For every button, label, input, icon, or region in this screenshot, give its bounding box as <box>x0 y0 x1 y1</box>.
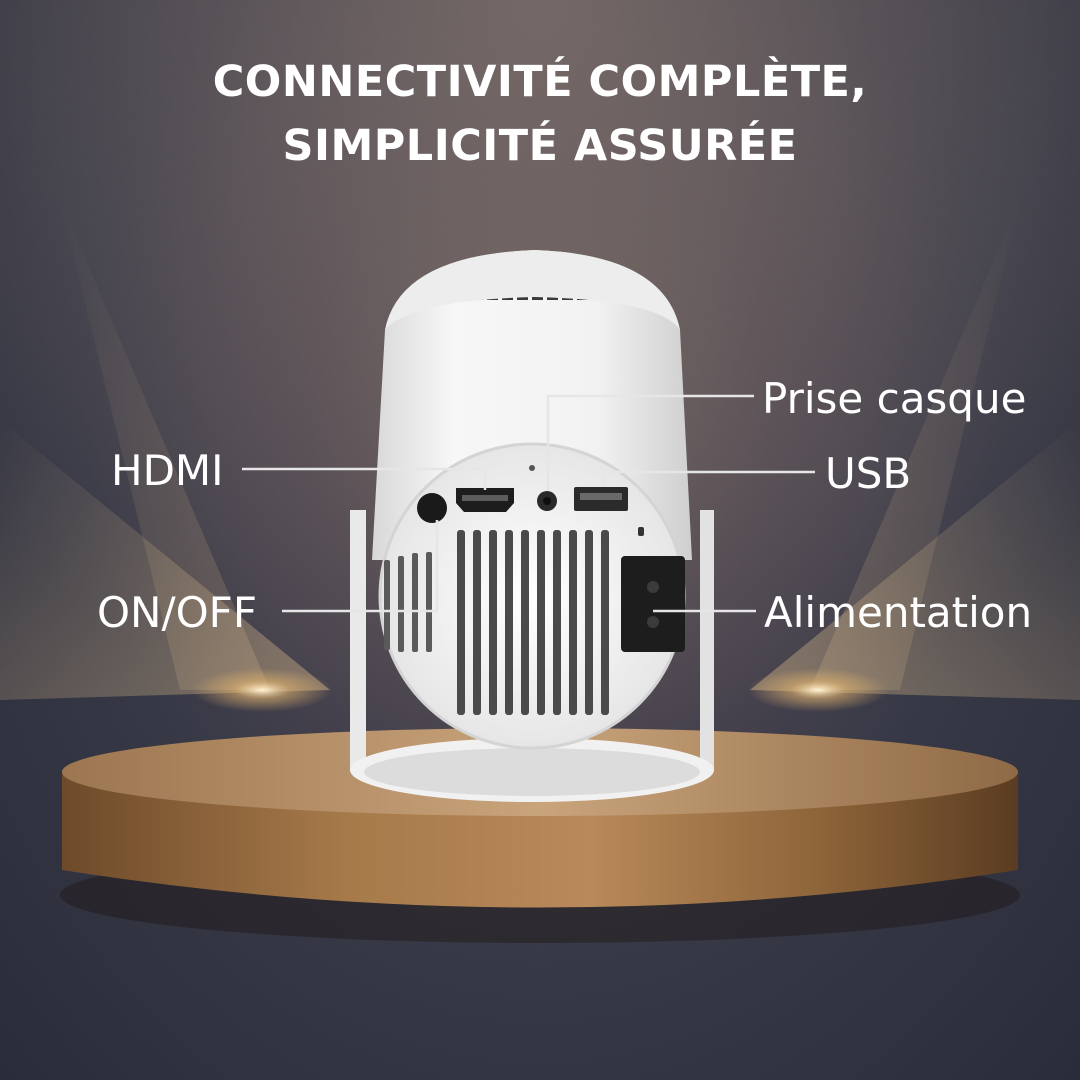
label-hdmi: HDMI <box>111 446 224 495</box>
label-usb: USB <box>825 449 912 498</box>
power-socket <box>621 556 685 652</box>
callout-lines <box>242 394 815 613</box>
headline: CONNECTIVITÉ COMPLÈTE, SIMPLICITÉ ASSURÉ… <box>0 50 1080 178</box>
projector <box>350 250 714 802</box>
headline-line-1: CONNECTIVITÉ COMPLÈTE, <box>212 57 868 107</box>
podium <box>60 728 1020 943</box>
label-headphone-jack: Prise casque <box>762 374 1027 423</box>
label-on-off: ON/OFF <box>97 588 258 637</box>
power-button <box>417 493 447 523</box>
headline-line-2: SIMPLICITÉ ASSURÉE <box>282 121 798 171</box>
label-power: Alimentation <box>764 588 1033 637</box>
